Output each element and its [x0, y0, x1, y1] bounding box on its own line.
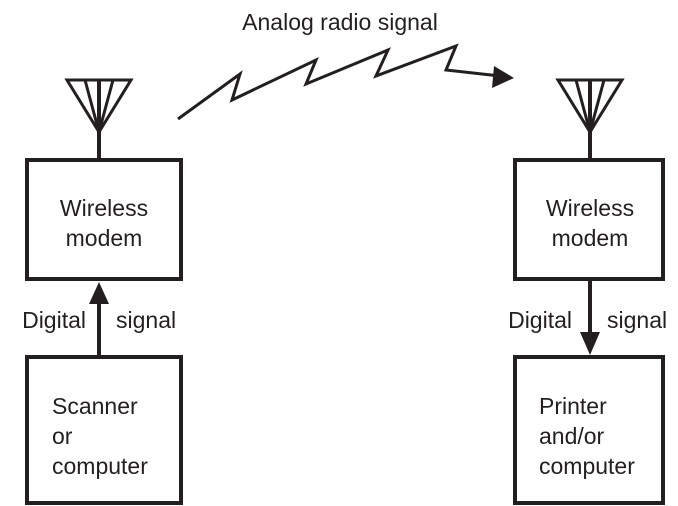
printer-and-or-computer-box [513, 355, 665, 505]
left-modem-label-line2: modem [66, 225, 143, 251]
radio-signal-arrowhead [492, 66, 514, 88]
right-antenna [555, 78, 625, 160]
radio-signal-arrow [177, 43, 514, 121]
right-device-label-line2: and/or [539, 423, 605, 449]
analog-radio-signal-label: Analog radio signal [242, 9, 438, 35]
radio-signal-zigzag [177, 43, 501, 121]
left-up-arrowhead [89, 282, 109, 304]
right-signal-label: signal [607, 307, 667, 333]
left-device-label-line1: Scanner [52, 393, 138, 419]
left-modem-label-line1: Wireless [60, 195, 148, 221]
left-digital-label: Digital [22, 307, 86, 333]
left-digital-signal-arrow [89, 282, 109, 357]
right-modem-label-line1: Wireless [546, 195, 634, 221]
left-device-label-line2: or [52, 423, 73, 449]
left-wireless-modem-box [25, 158, 183, 281]
left-antenna [64, 78, 134, 160]
left-signal-label: signal [116, 307, 176, 333]
right-device-label-line1: Printer [539, 393, 607, 419]
right-down-arrowhead [580, 332, 600, 355]
left-device-label-line3: computer [52, 453, 148, 479]
right-modem-label-line2: modem [552, 225, 629, 251]
right-digital-label: Digital [508, 307, 572, 333]
scanner-or-computer-box [25, 355, 183, 505]
right-digital-signal-arrow [580, 279, 600, 355]
right-device-label-line3: computer [539, 453, 635, 479]
